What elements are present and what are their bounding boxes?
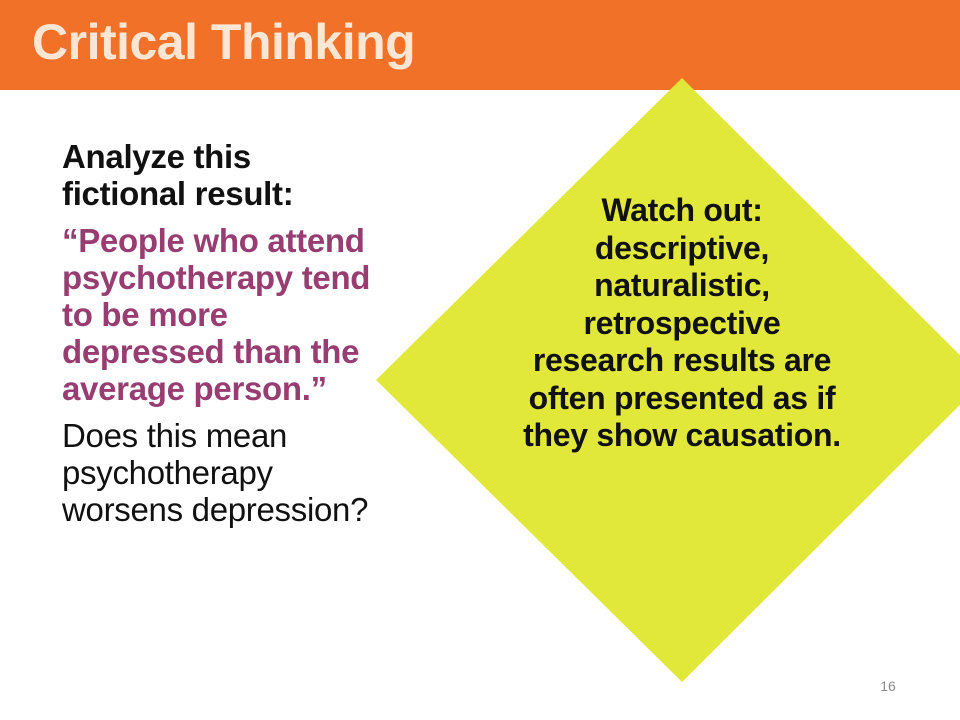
title-bar: Critical Thinking — [0, 0, 960, 90]
intro-text: Analyze this fictional result: — [62, 138, 294, 212]
quote-text: “People who attend psychotherapy tend to… — [62, 222, 371, 407]
left-text-column: Analyze this fictional result: “People w… — [62, 138, 382, 538]
slide-number: 16 — [880, 678, 896, 694]
question-text: Does this mean psychotherapy worsens dep… — [62, 417, 369, 528]
callout-text: Watch out: descriptive, naturalistic, re… — [523, 192, 841, 453]
slide-title: Critical Thinking — [32, 14, 416, 70]
